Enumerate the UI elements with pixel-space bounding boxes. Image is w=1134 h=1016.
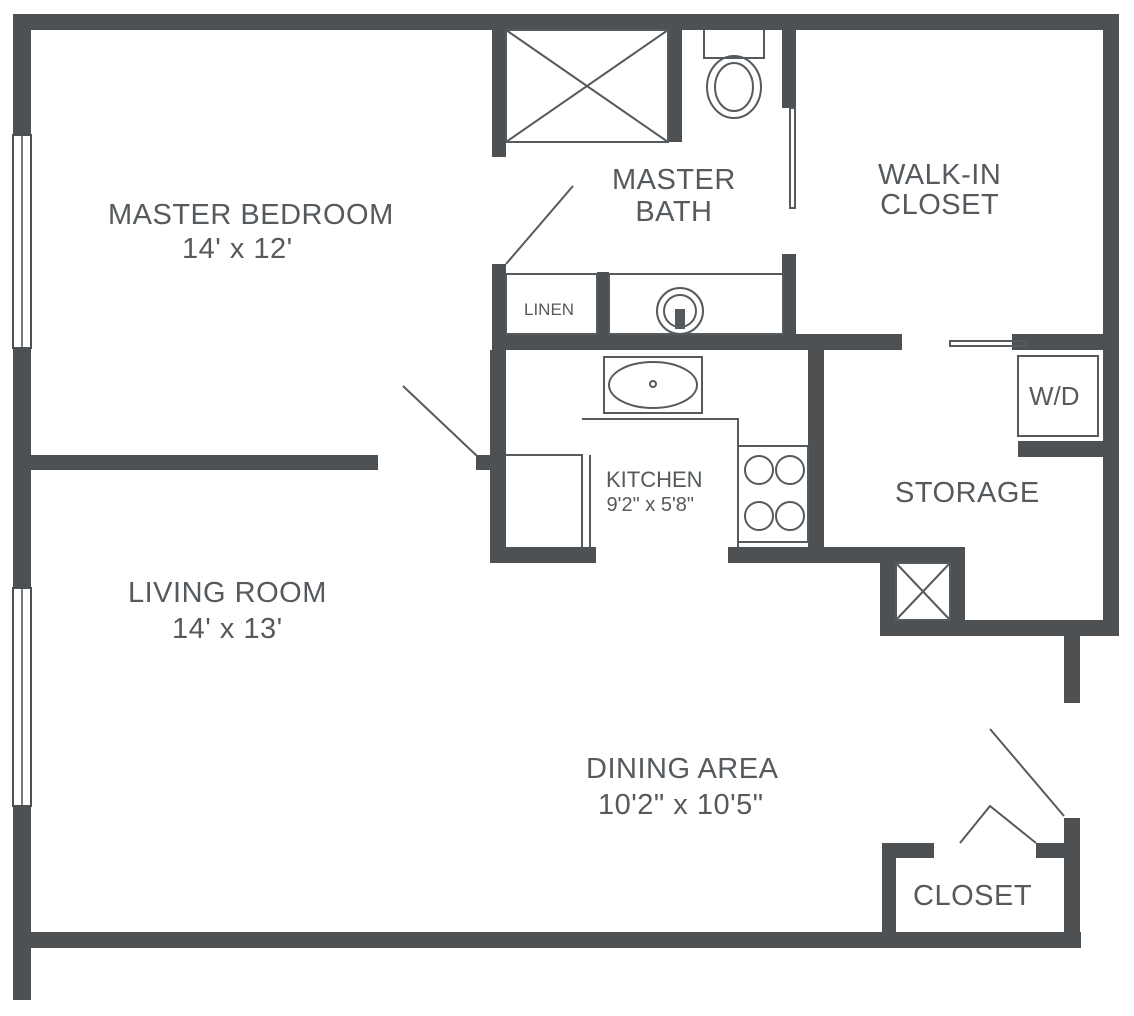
shower	[505, 29, 669, 143]
closet-wall-right	[1064, 818, 1080, 948]
master-bedroom-size: 14' x 12'	[182, 233, 293, 265]
right-wall-stub	[1064, 636, 1080, 703]
shower-wall-right	[668, 30, 682, 142]
dining-area-name: DINING AREA	[586, 753, 779, 785]
wd-bottom-wall	[1018, 441, 1119, 457]
storage-bottom-wall	[880, 620, 1119, 636]
linen-closet	[505, 273, 598, 335]
kitchen-name: KITCHEN	[606, 467, 703, 492]
walk-in-closet-line1: WALK-IN	[878, 159, 1002, 191]
dining-area-size: 10'2" x 10'5"	[598, 789, 764, 821]
washer-dryer	[1017, 355, 1099, 437]
walk-in-closet-line2: CLOSET	[880, 189, 1000, 222]
windows	[12, 134, 32, 807]
closet-wall-top-right	[1036, 843, 1066, 858]
living-room-name: LIVING ROOM	[128, 577, 327, 609]
closet-bifold-door-icon	[959, 804, 1037, 844]
kitchen-label: KITCHEN 9'2" x 5'8"	[598, 468, 703, 516]
kitchen-door-stub	[476, 455, 492, 470]
washer-dryer-label: W/D	[1029, 381, 1080, 411]
closet-label: CLOSET	[913, 880, 1033, 912]
storage-label: STORAGE	[895, 477, 1040, 509]
walk-in-sliding-door	[949, 340, 1027, 347]
master-bedroom-label: MASTER BEDROOM	[108, 199, 394, 231]
entry-door-icon	[989, 728, 1065, 817]
kitchen-counter	[506, 454, 583, 547]
master-bath-label: MASTER BATH	[612, 165, 736, 228]
right-exterior-wall	[1103, 14, 1119, 636]
living-room-label: LIVING ROOM	[128, 577, 327, 609]
master-bedroom-name: MASTER BEDROOM	[108, 199, 394, 231]
linen-wall-right	[597, 272, 609, 336]
bedroom-living-wall	[31, 455, 378, 470]
kitchen-bottom-left-wall	[490, 547, 596, 563]
closet-wall-left	[882, 843, 896, 948]
kitchen-bottom-right-wall	[728, 547, 824, 563]
stove-icon	[737, 445, 809, 543]
top-exterior-wall	[13, 14, 1119, 30]
bedroom-door-icon	[402, 385, 478, 457]
bath-closet-wall-top	[782, 30, 796, 108]
kitchen-size: 9'2" x 5'8"	[606, 494, 694, 517]
linen-wall-left	[492, 264, 506, 348]
bath-bottom-wall	[492, 334, 902, 350]
kitchen-left-wall	[490, 350, 506, 563]
bath-closet-wall-bottom	[782, 254, 796, 336]
toilet-icon	[703, 30, 765, 119]
closet-wall-top-left	[882, 843, 934, 858]
kitchen-right-wall	[808, 350, 824, 563]
bath-vanity	[608, 273, 784, 335]
linen-label: LINEN	[524, 300, 575, 319]
master-bath-line1: MASTER	[612, 164, 736, 196]
kitchen-sink-icon	[603, 356, 703, 414]
storage-top-wall	[1012, 334, 1119, 350]
fixtures	[402, 29, 1099, 844]
dining-area-label: DINING AREA	[586, 753, 779, 785]
bottom-exterior-wall	[13, 932, 1081, 948]
walk-in-pocket-door	[789, 107, 796, 209]
shower-wall-left	[492, 30, 506, 157]
shaft	[895, 562, 951, 621]
bath-door-icon	[505, 185, 574, 265]
walk-in-closet-label: WALK-IN CLOSET	[878, 160, 1001, 221]
living-room-size: 14' x 13'	[172, 613, 283, 645]
shaft-right-wall	[950, 547, 965, 636]
shaft-left-wall	[880, 547, 896, 636]
master-bath-line2: BATH	[635, 196, 713, 229]
bath-sink-icon	[656, 287, 704, 335]
